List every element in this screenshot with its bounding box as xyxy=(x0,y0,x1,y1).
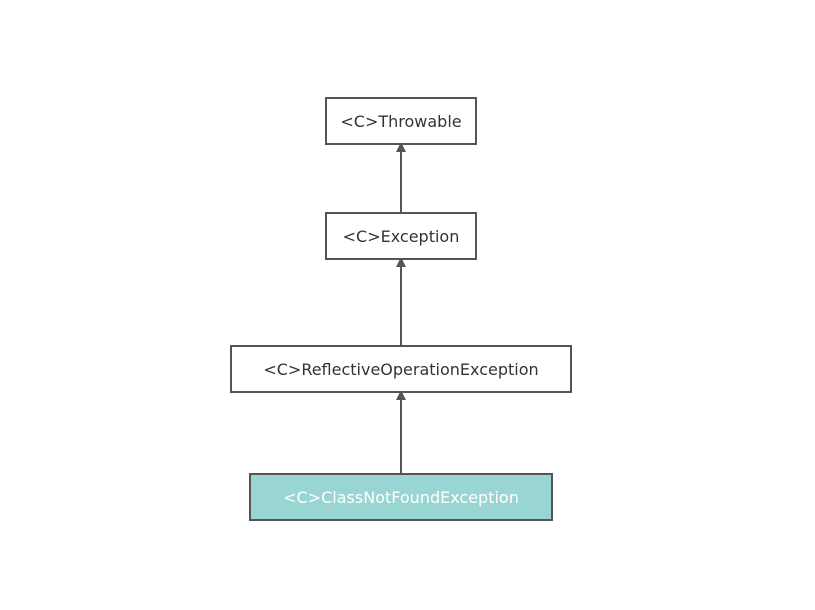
node-throwable[interactable]: <C>Throwable xyxy=(325,97,477,145)
node-label-throwable: <C>Throwable xyxy=(340,111,462,131)
node-reflective-operation-exception[interactable]: <C>ReflectiveOperationException xyxy=(230,345,572,393)
node-label-reflective-operation-exception: <C>ReflectiveOperationException xyxy=(263,359,539,379)
node-label-class-not-found-exception: <C>ClassNotFoundException xyxy=(283,487,519,507)
node-class-not-found-exception[interactable]: <C>ClassNotFoundException xyxy=(249,473,553,521)
node-label-exception: <C>Exception xyxy=(342,226,460,246)
node-exception[interactable]: <C>Exception xyxy=(325,212,477,260)
